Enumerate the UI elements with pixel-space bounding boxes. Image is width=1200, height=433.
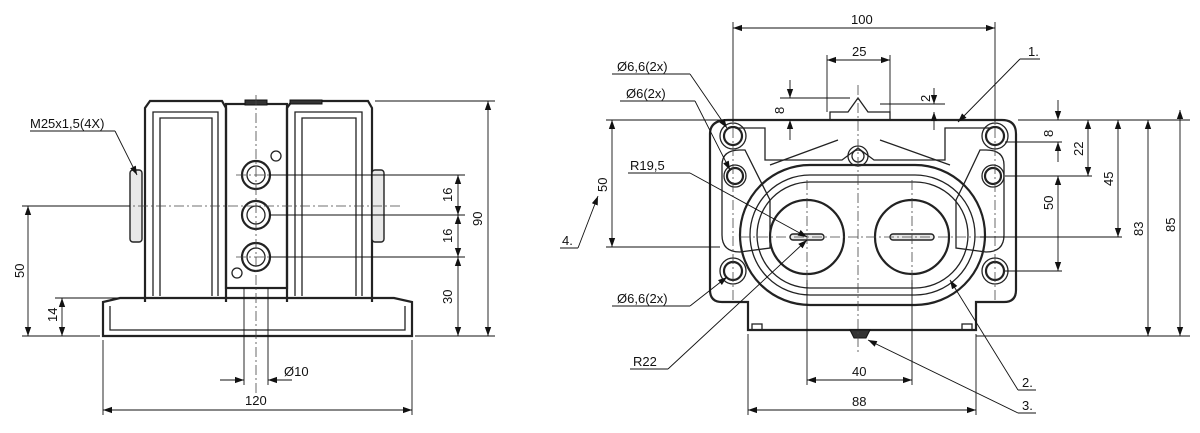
dim-50-left: 50 — [595, 178, 610, 192]
dim-16-a: 16 — [440, 188, 455, 202]
mount-hole-tr — [984, 125, 1006, 147]
dim-90: 90 — [470, 212, 485, 226]
callout-4: 4. — [562, 233, 573, 248]
callout-2: 2. — [1022, 375, 1033, 390]
actuator — [829, 96, 891, 121]
dim-8-left: 8 — [772, 107, 787, 114]
dim-hole-10: Ø10 — [284, 364, 309, 379]
dim-85: 85 — [1163, 218, 1178, 232]
dim-22: 22 — [1071, 142, 1086, 156]
side-base-plate — [101, 296, 414, 338]
dim-45: 45 — [1101, 172, 1116, 186]
dim-83: 83 — [1131, 222, 1146, 236]
side-left-housing — [143, 99, 228, 302]
hole-callout-b: Ø6(2x) — [626, 86, 666, 101]
dim-50-side: 50 — [12, 264, 27, 278]
dim-120: 120 — [245, 393, 267, 408]
callout-3: 3. — [1022, 398, 1033, 413]
callout-1: 1. — [1028, 44, 1039, 59]
radius-19-5: R19,5 — [630, 158, 665, 173]
radius-22: R22 — [633, 354, 657, 369]
side-view: 120 Ø10 90 16 16 30 50 14 M25x1,5(4X) — [12, 95, 495, 415]
dim-50-right: 50 — [1041, 196, 1056, 210]
mount-hole-tl — [722, 125, 744, 147]
hole-callout-a: Ø6,6(2x) — [617, 59, 668, 74]
dim-2: 2 — [918, 95, 933, 102]
side-center-block — [224, 102, 289, 290]
dim-88: 88 — [852, 394, 866, 409]
dim-8-right: 8 — [1041, 130, 1056, 137]
inner-stadium-outer — [738, 163, 987, 307]
hole-callout-c: Ø6,6(2x) — [617, 291, 668, 306]
dim-40: 40 — [852, 364, 866, 379]
dim-100: 100 — [851, 12, 873, 27]
front-view: 100 25 8 2 8 22 45 50 83 85 — [560, 12, 1190, 415]
thread-callout: M25x1,5(4X) — [30, 116, 104, 131]
dim-16-b: 16 — [440, 229, 455, 243]
dim-14: 14 — [45, 308, 60, 322]
side-right-housing — [285, 99, 374, 302]
dim-30: 30 — [440, 290, 455, 304]
mount-hole-mr — [983, 166, 1003, 186]
mount-hole-ml — [725, 166, 745, 186]
dim-25: 25 — [852, 44, 866, 59]
